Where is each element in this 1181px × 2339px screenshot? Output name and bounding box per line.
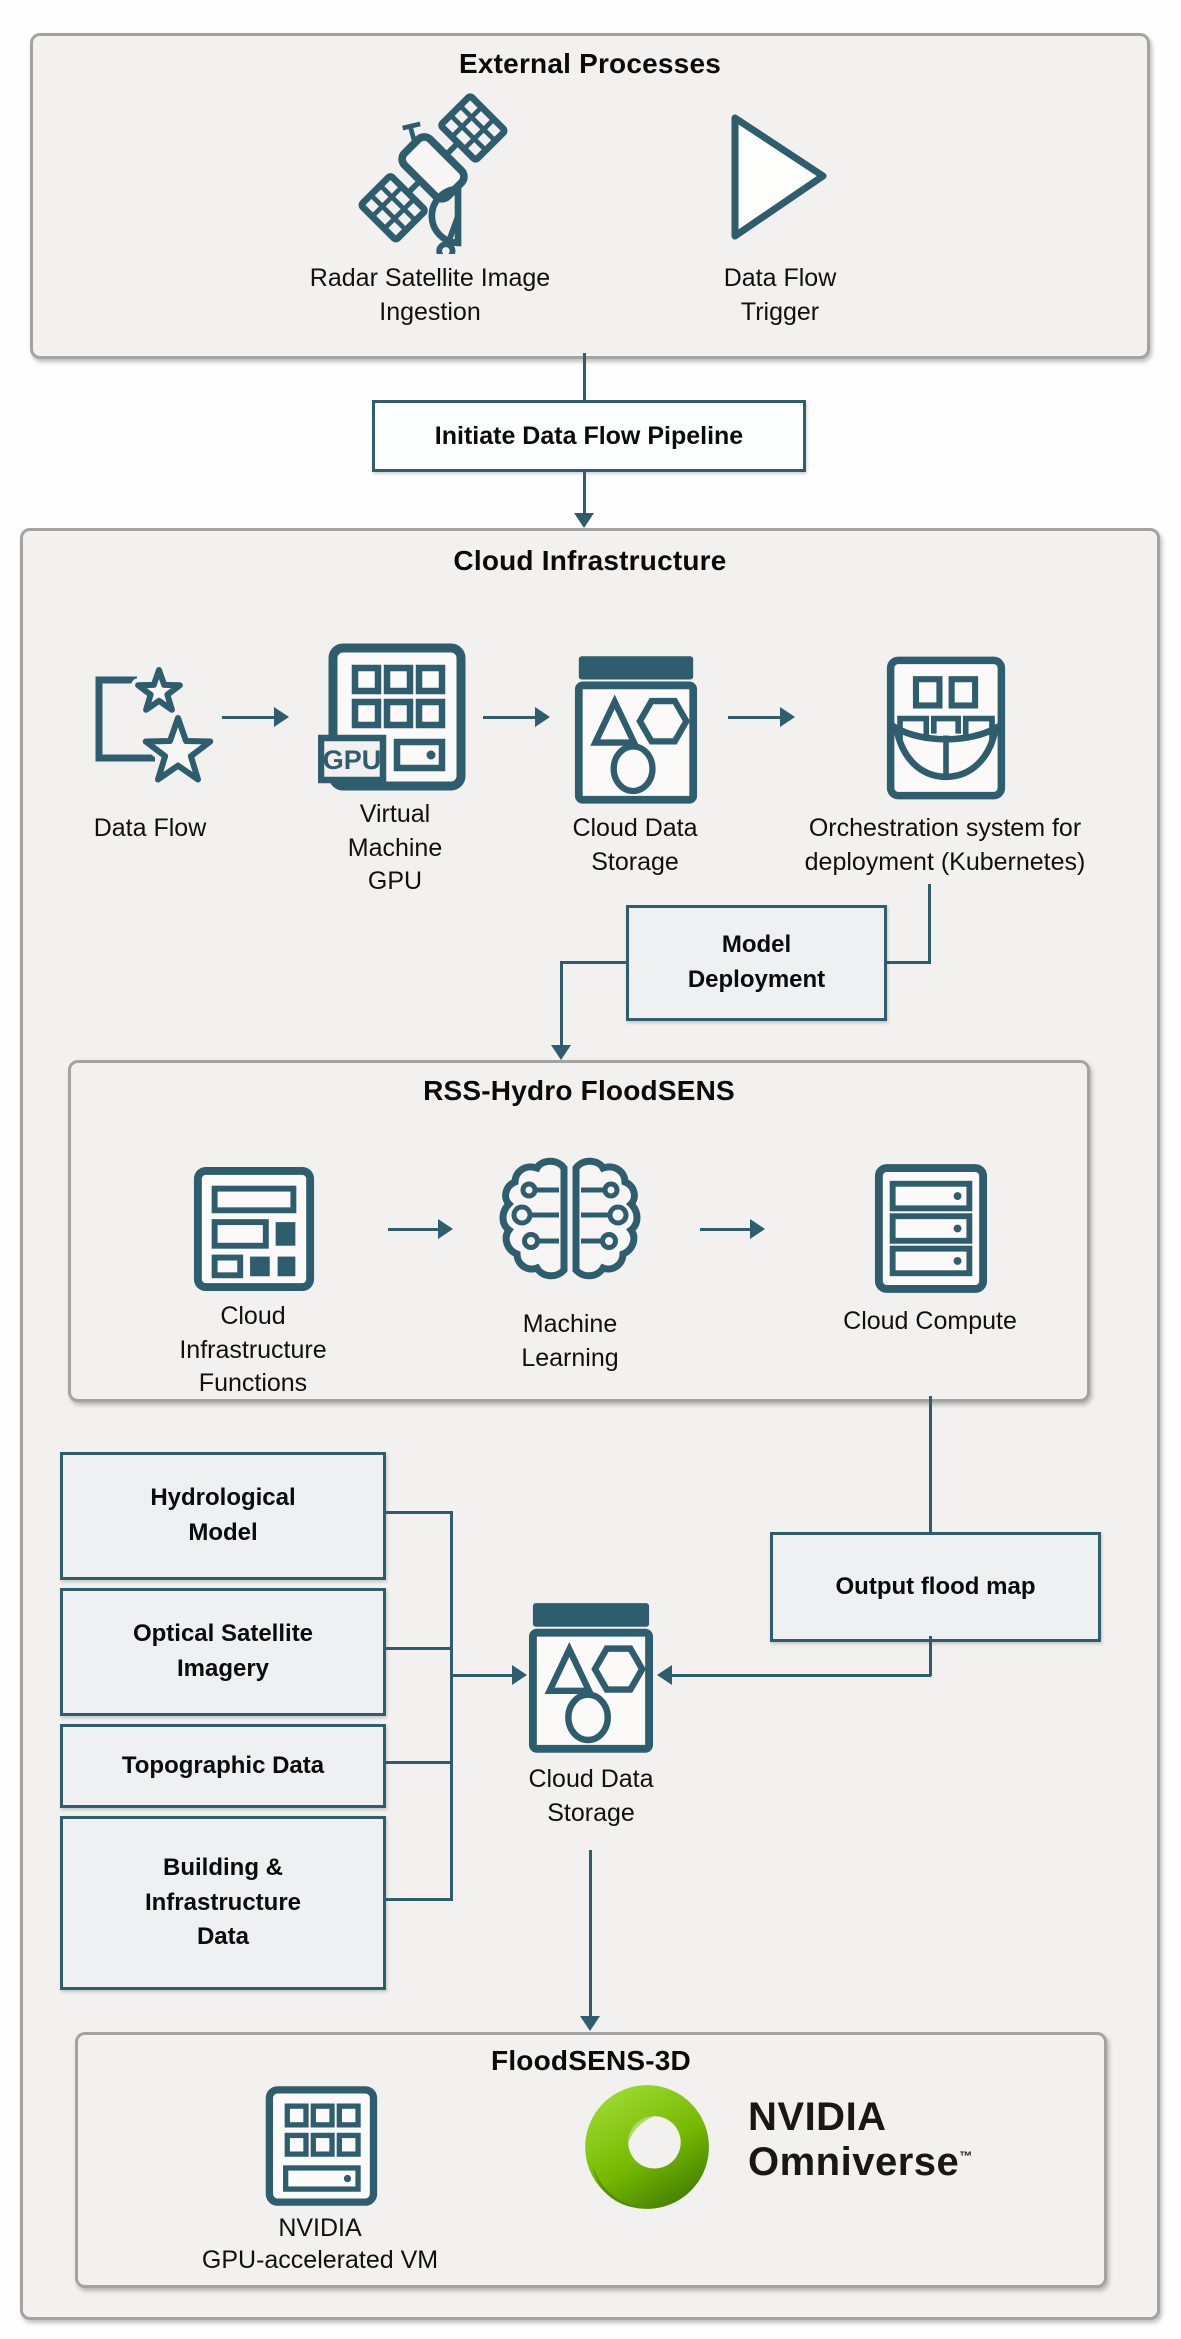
connector-ofm-down xyxy=(929,1636,932,1676)
topographic-data-label: Topographic Data xyxy=(121,1751,325,1779)
vm-icon xyxy=(265,2086,378,2206)
arrow-storage-to-kubernetes xyxy=(728,707,795,727)
floodsens-3d-panel: FloodSENS-3D xyxy=(75,2032,1107,2288)
kubernetes-caption: Orchestration system for deployment (Kub… xyxy=(804,814,1086,876)
initiate-pipeline-label: Initiate Data Flow Pipeline xyxy=(434,421,744,450)
omniverse-text: Omniverse xyxy=(748,2140,960,2185)
building-infrastructure-data-box: Building & Infrastructure Data xyxy=(60,1816,386,1990)
arrow-ofm-to-storage xyxy=(657,1665,931,1685)
hydrological-model-label: Hydrological Model xyxy=(150,1484,296,1546)
optical-satellite-imagery-box: Optical Satellite Imagery xyxy=(60,1588,386,1716)
arrow-functions-to-ml xyxy=(388,1219,453,1239)
stub-optical xyxy=(383,1647,453,1650)
external-processes-title: External Processes xyxy=(459,48,721,79)
stub-building xyxy=(383,1898,453,1901)
rss-hydro-title: RSS-Hydro FloodSENS xyxy=(423,1075,735,1106)
stub-topographic xyxy=(383,1761,453,1764)
initiate-pipeline-box: Initiate Data Flow Pipeline xyxy=(372,400,806,472)
output-flood-map-label: Output flood map xyxy=(835,1572,1036,1600)
arrow-inputs-to-storage xyxy=(450,1665,527,1685)
central-storage-caption: Cloud Data Storage xyxy=(528,1765,654,1827)
building-infrastructure-data-label: Building & Infrastructure Data xyxy=(144,1853,302,1951)
connector-compute-down xyxy=(929,1396,932,1532)
cloud-storage-icon xyxy=(574,656,698,804)
model-deployment-label: Model Deployment xyxy=(687,931,826,993)
trigger-caption: Data Flow Trigger xyxy=(723,264,837,326)
omniverse-product-text: Omniverse™ xyxy=(748,2140,973,2185)
external-processes-panel: External Processes xyxy=(30,33,1150,359)
arrow-dataflow-to-vm xyxy=(222,707,289,727)
connector-model-left xyxy=(560,961,626,964)
container-ship-icon xyxy=(886,656,1006,800)
arrow-model-to-rss xyxy=(551,961,571,1060)
data-flow-icon xyxy=(95,663,218,787)
data-flow-caption: Data Flow xyxy=(93,814,207,842)
connector-kubernetes-to-model xyxy=(881,961,931,964)
cloud-storage-caption: Cloud Data Storage xyxy=(572,814,698,876)
floodsens-3d-title: FloodSENS-3D xyxy=(491,2045,691,2076)
nvidia-vm-caption: NVIDIA GPU-accelerated VM xyxy=(201,2214,439,2274)
connector-external-to-pipeline xyxy=(583,353,586,400)
machine-learning-caption: Machine Learning xyxy=(521,1310,619,1372)
cloud-functions-caption: Cloud Infrastructure Functions xyxy=(179,1302,327,1397)
gpu-badge-label: GPU xyxy=(323,745,382,775)
output-flood-map-box: Output flood map xyxy=(770,1532,1101,1642)
nvidia-brand-text: NVIDIA xyxy=(748,2095,887,2139)
nvidia-omniverse-wordmark: NVIDIA Omniverse™ xyxy=(748,2095,973,2185)
cloud-compute-caption: Cloud Compute xyxy=(843,1307,1017,1335)
vm-gpu-caption: Virtual Machine GPU xyxy=(347,800,443,895)
cloud-functions-icon xyxy=(193,1166,315,1292)
server-rack-icon xyxy=(874,1164,988,1293)
satellite-caption: Radar Satellite Image Ingestion xyxy=(309,264,551,326)
hydrological-model-box: Hydrological Model xyxy=(60,1452,386,1580)
optical-satellite-imagery-label: Optical Satellite Imagery xyxy=(132,1620,314,1682)
play-icon xyxy=(731,114,827,240)
vm-gpu-icon: GPU xyxy=(318,643,466,791)
machine-learning-brain-icon xyxy=(499,1157,641,1280)
topographic-data-box: Topographic Data xyxy=(60,1724,386,1808)
arrow-vm-to-storage xyxy=(483,707,550,727)
input-bus-line xyxy=(450,1511,453,1901)
model-deployment-box: Model Deployment xyxy=(626,905,887,1021)
arrow-storage-to-floodsens3d xyxy=(580,1850,600,2031)
connector-kubernetes-down xyxy=(928,884,931,964)
stub-hydrological xyxy=(383,1511,453,1514)
nvidia-omniverse-logo xyxy=(585,2085,709,2209)
cloud-storage-icon xyxy=(528,1603,654,1753)
cloud-infrastructure-title: Cloud Infrastructure xyxy=(453,545,727,576)
satellite-icon xyxy=(358,93,508,254)
arrow-ml-to-compute xyxy=(700,1219,765,1239)
trademark-symbol: ™ xyxy=(959,2148,973,2164)
arrow-pipeline-to-cloud xyxy=(574,469,594,528)
